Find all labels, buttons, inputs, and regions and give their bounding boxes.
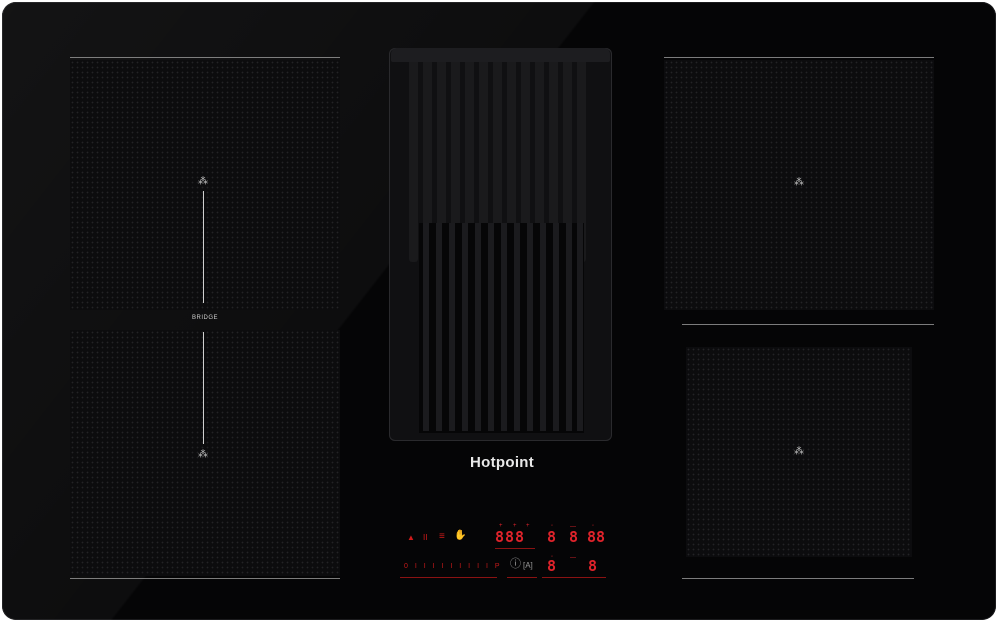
vent-cap (391, 48, 610, 62)
lower-right-display: 8 (588, 557, 598, 575)
slider-track (400, 577, 497, 578)
lower-left-display: 8 (547, 557, 557, 575)
hand-icon[interactable]: ✋ (454, 530, 467, 541)
recipe-icon[interactable]: ≡ (439, 531, 445, 542)
zone-right-top[interactable] (664, 60, 934, 310)
zone-display: 8 (547, 528, 557, 546)
zone-marker-icon: ⁂ (794, 446, 804, 457)
zone-right-top-edge (664, 57, 934, 58)
brand-logo: Hotpoint (470, 454, 535, 471)
auto-icon[interactable]: [A] (523, 561, 533, 570)
vent-grille (419, 223, 584, 433)
timer-display: 8 (569, 528, 579, 546)
zone-left-rear[interactable] (70, 330, 340, 576)
zone-marker-icon: ⁂ (794, 177, 804, 188)
bridge-line-bottom (203, 332, 204, 444)
display-baseline (542, 577, 606, 578)
downdraft-vent (389, 48, 612, 441)
timer-icon[interactable]: ⓘ (510, 558, 521, 570)
zone-left-bottom-edge (70, 578, 340, 579)
zone-right-bottom[interactable] (686, 347, 912, 557)
zone-right-bottom-edge (682, 578, 914, 579)
pause-icon[interactable]: II (423, 533, 428, 542)
timer-display-2: 88 (587, 528, 606, 546)
zone-right-divider (682, 324, 934, 325)
lock-icon[interactable]: ▲ (407, 533, 415, 542)
zone-marker-icon: ⁂ (198, 176, 208, 187)
power-slider[interactable]: 0 I I I I I I I I I P (404, 563, 503, 570)
bridge-line-top (203, 191, 204, 303)
zone-left-front[interactable] (70, 60, 340, 310)
bridge-label: BRIDGE (192, 315, 219, 321)
power-level-display: 888 (495, 528, 526, 546)
zone-left-top-edge (70, 57, 340, 58)
zone-marker-icon: ⁂ (198, 449, 208, 460)
timer-underline (507, 577, 537, 578)
display-underline (495, 548, 535, 549)
